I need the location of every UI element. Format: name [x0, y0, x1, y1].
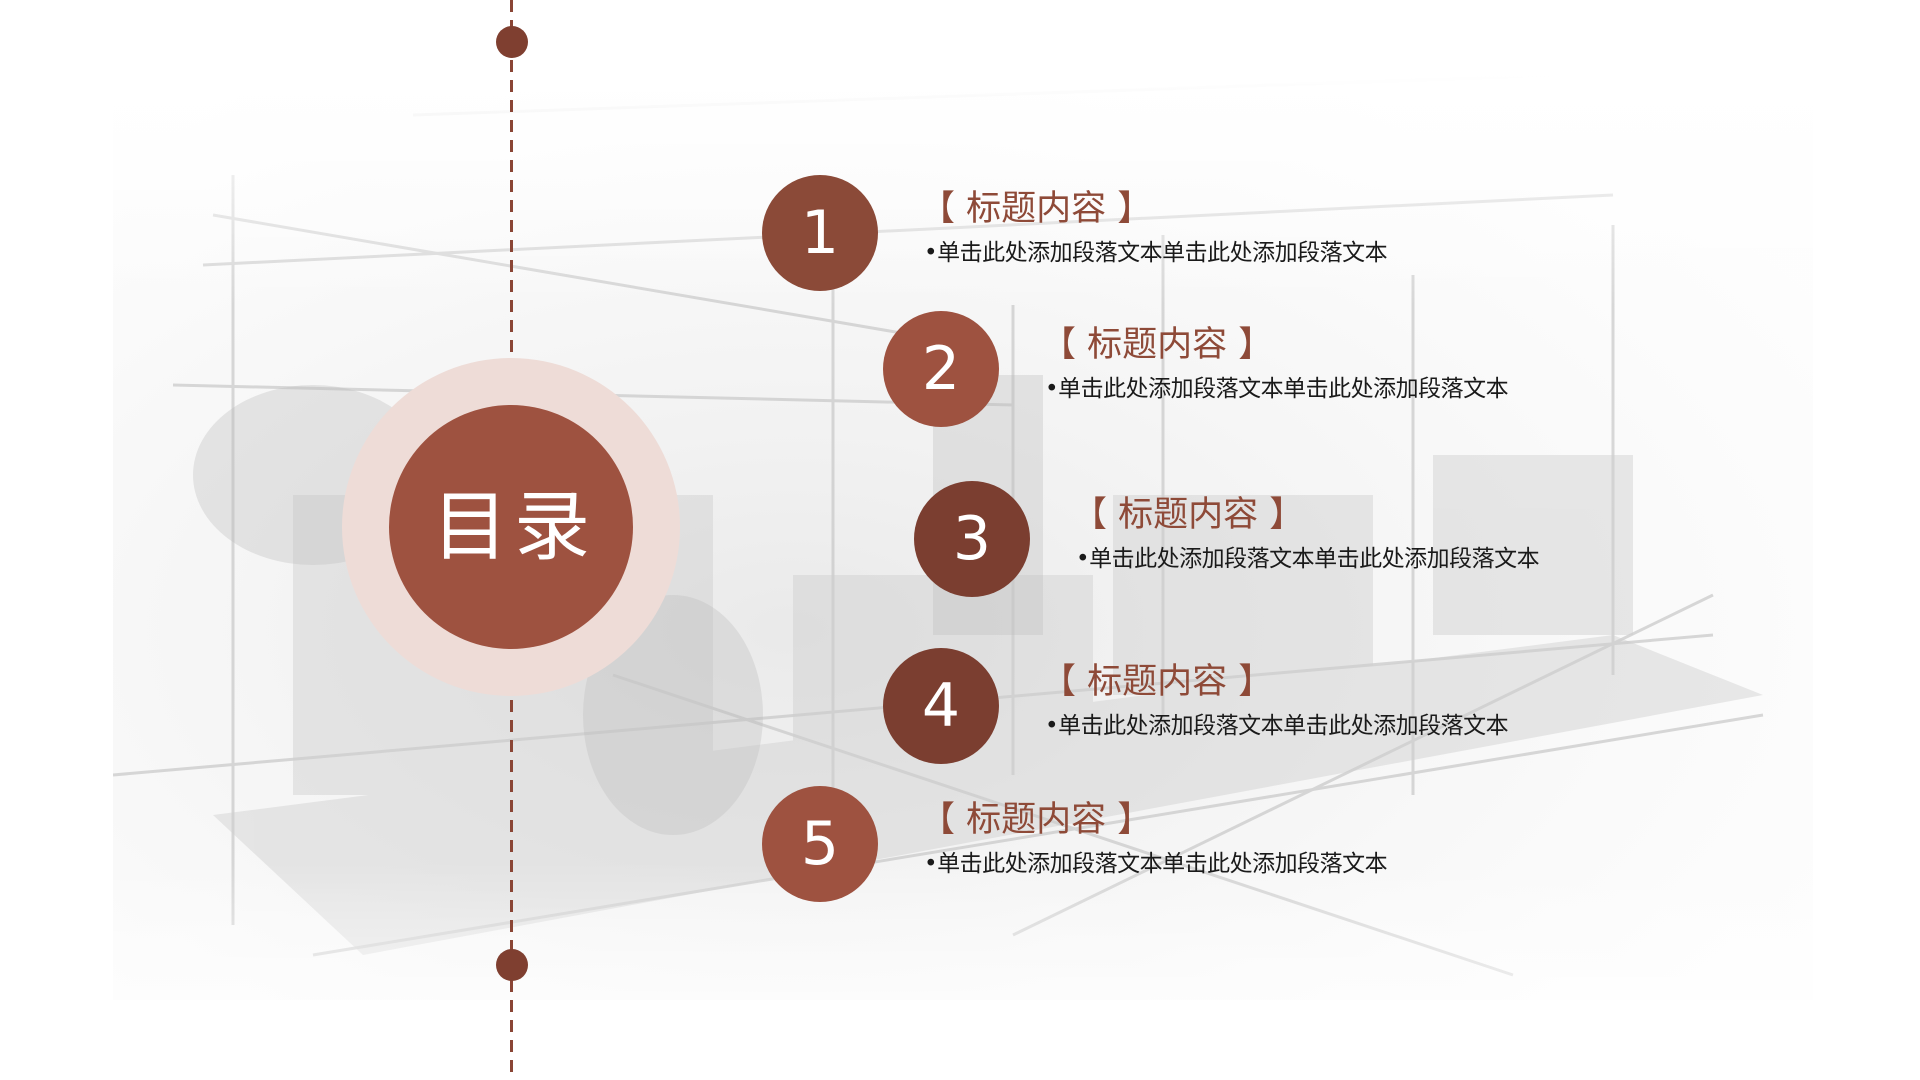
item-number: 5: [800, 809, 840, 879]
item-number-badge: 5: [762, 786, 878, 902]
item-title: 【 标题内容 】: [1041, 325, 1274, 365]
item-body-text: •单击此处添加段落文本单击此处添加段落文本: [1045, 713, 1509, 739]
item-number: 3: [952, 504, 992, 574]
item-body-text: •单击此处添加段落文本单击此处添加段落文本: [1045, 376, 1509, 402]
toc-circle: 目录: [389, 405, 633, 649]
item-number-badge: 3: [914, 481, 1030, 597]
item-title: 【 标题内容 】: [920, 189, 1153, 229]
item-body-text: •单击此处添加段落文本单击此处添加段落文本: [924, 851, 1388, 877]
item-number: 1: [800, 198, 840, 268]
item-title: 【 标题内容 】: [920, 800, 1153, 840]
timeline-dot-top: [496, 26, 528, 58]
timeline-dot-bottom: [496, 949, 528, 981]
item-title: 【 标题内容 】: [1072, 495, 1305, 535]
item-number-badge: 4: [883, 648, 999, 764]
toc-title: 目录: [432, 482, 596, 571]
item-number-badge: 2: [883, 311, 999, 427]
item-body-text: •单击此处添加段落文本单击此处添加段落文本: [1076, 546, 1540, 572]
item-number: 2: [921, 334, 961, 404]
item-number: 4: [921, 671, 961, 741]
item-body-text: •单击此处添加段落文本单击此处添加段落文本: [924, 240, 1388, 266]
item-number-badge: 1: [762, 175, 878, 291]
item-title: 【 标题内容 】: [1041, 662, 1274, 702]
